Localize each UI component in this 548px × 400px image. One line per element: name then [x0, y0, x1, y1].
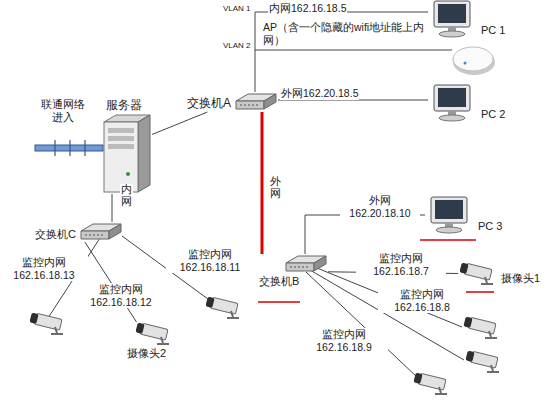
- pc-icon: [428, 84, 476, 122]
- device-label: PC 1: [480, 23, 506, 38]
- device-label: 交换机C: [34, 227, 77, 242]
- pc-icon: [425, 196, 473, 234]
- link-label: 监控内网 162.16.18.7: [356, 252, 446, 277]
- network-link: [152, 112, 207, 135]
- annotation: AP（含一个隐藏的wifi地址能上内网）: [262, 21, 432, 46]
- ap-device: [453, 47, 495, 75]
- network-link: [305, 215, 425, 254]
- link-label: 监控内网 162.16.18.12: [76, 283, 166, 308]
- camera-icon: [29, 312, 63, 334]
- pc-icon: [428, 0, 476, 38]
- camera-icon: [463, 316, 497, 338]
- device-node: PC 1: [428, 0, 506, 38]
- camera-icon: [465, 350, 499, 372]
- annotation: 监控内网 162.16.18.9: [300, 328, 388, 353]
- cam-icon: [134, 322, 172, 346]
- annotation: VLAN 2: [222, 41, 252, 51]
- device-label: 交换机B: [258, 274, 300, 289]
- network-link: [261, 112, 264, 254]
- annotation: 监控内网 162.16.18.11: [166, 248, 254, 273]
- annotation: 联通网络进入: [36, 98, 90, 124]
- sw-icon: [284, 254, 328, 274]
- device-label: 服务器: [105, 98, 143, 114]
- sw-icon: [234, 92, 278, 112]
- device-label: PC 2: [480, 107, 506, 122]
- device-node: 摄像头1: [458, 262, 541, 286]
- link-label: 内网: [120, 184, 133, 207]
- annotation: 监控内网 162.16.18.13: [0, 256, 88, 281]
- device-node: 摄像头2: [126, 322, 172, 361]
- annotation: VLAN 1: [222, 4, 252, 14]
- device-node: 服务器: [96, 98, 152, 194]
- network-link: [112, 194, 113, 222]
- camera-wire: [306, 266, 464, 378]
- cam-icon: [458, 262, 496, 286]
- device-node: PC 3: [425, 196, 503, 234]
- device-node: 交换机B: [258, 254, 328, 289]
- link-label: 外网 162.20.18.10: [340, 194, 420, 219]
- network-link: [278, 100, 428, 101]
- sw-icon: [79, 222, 123, 242]
- link-label: 外网162.20.18.5: [280, 87, 359, 100]
- device-label: PC 3: [477, 219, 503, 234]
- network-pipe: [35, 140, 103, 156]
- device-node: 交换机A: [186, 92, 278, 112]
- device-label: 交换机A: [186, 96, 232, 112]
- link-label: 内网162.16.18.5: [268, 2, 347, 15]
- device-label: 摄像头1: [500, 271, 541, 286]
- server-icon: [96, 114, 152, 194]
- camera-icon: [413, 372, 447, 394]
- link-label: 外网: [269, 176, 282, 199]
- device-label: 摄像头2: [126, 346, 167, 361]
- network-link: [85, 242, 137, 322]
- camera-icon: [205, 296, 239, 318]
- device-node: 交换机C: [34, 222, 123, 242]
- annotation: 监控内网 162.16.18.8: [378, 288, 466, 313]
- device-node: PC 2: [428, 84, 506, 122]
- ap-wire: [255, 50, 452, 51]
